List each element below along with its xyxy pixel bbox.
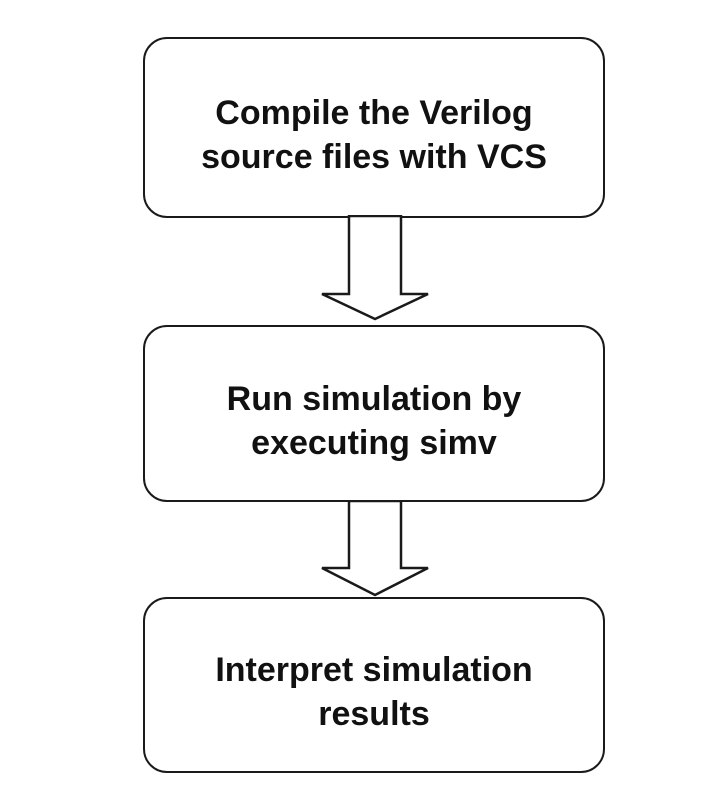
label-line: results: [318, 695, 430, 733]
label-line: Interpret simulation: [215, 651, 533, 689]
down-block-arrow-icon: [321, 500, 429, 597]
flow-node-compile-label: Compile the Verilog source files with VC…: [201, 91, 547, 179]
label-line: executing simv: [251, 423, 497, 462]
label-line: Run simulation by: [226, 379, 522, 418]
flow-node-compile-verilog: Compile the Verilog source files with VC…: [143, 37, 605, 218]
flow-node-run-label: Run simulation by executing simv: [227, 377, 522, 465]
label-line: source files with VCS: [201, 137, 547, 176]
down-block-arrow-icon: [321, 215, 429, 321]
flow-node-interpret-label: Interpret simulation results: [215, 648, 532, 736]
flow-node-run-simulation: Run simulation by executing simv: [143, 325, 605, 502]
flow-node-interpret-results: Interpret simulation results: [143, 597, 605, 773]
label-line: Compile the Verilog: [215, 93, 533, 132]
